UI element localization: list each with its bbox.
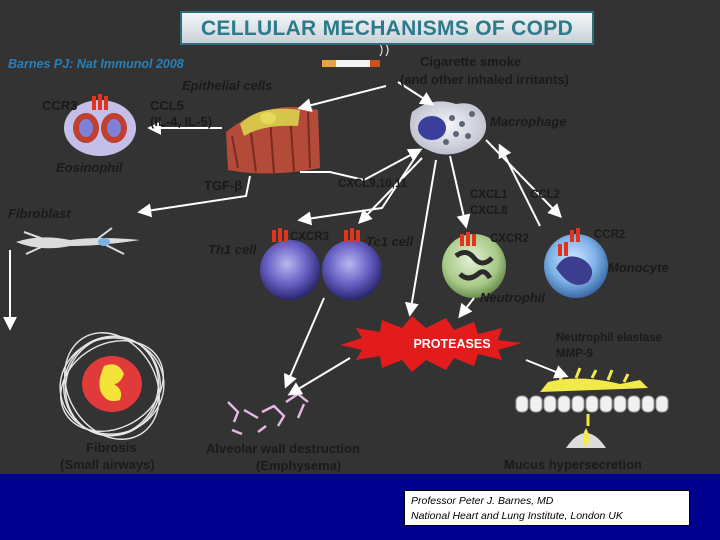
label-emphysema: (Emphysema) (256, 458, 342, 473)
credit-author: Professor Peter J. Barnes, MD (411, 495, 554, 507)
fibrosis-airway-image (59, 332, 165, 440)
citation: Barnes PJ: Nat Immunol 2008 (8, 57, 184, 71)
label-epithelial-cells: Epithelial cells (182, 78, 273, 93)
credit-box: Professor Peter J. Barnes, MD National H… (404, 490, 690, 526)
eosinophil-image (64, 100, 136, 156)
label-macrophage: Macrophage (490, 114, 567, 129)
label-proteases: PROTEASES (413, 337, 491, 351)
label-mucus-hypersecretion: Mucus hypersecretion (504, 457, 642, 472)
fibroblast-image (16, 227, 140, 255)
label-ccr2: CCR2 (594, 229, 626, 241)
diagram-title: CELLULAR MECHANISMS OF COPD (200, 17, 574, 40)
label-tc1-cell: Tc1 cell (366, 234, 414, 249)
label-inhaled-irritants: (and other inhaled irritants) (400, 72, 570, 87)
label-cxcr3: CXCR3 (290, 231, 329, 243)
label-tgf-beta: TGF-β (204, 178, 243, 193)
th1-cell-image (260, 240, 320, 300)
label-ccl2: CCL2 (530, 189, 561, 201)
credit-institution: National Heart and Lung Institute, Londo… (411, 510, 623, 522)
macrophage-image (410, 101, 487, 155)
tc1-cell-image (322, 240, 382, 300)
label-cxcl9-10-11: CXCL9,10,11 (338, 178, 408, 190)
label-neutrophil: Neutrophil (480, 290, 545, 305)
label-eosinophil: Eosinophil (56, 160, 123, 175)
label-fibroblast: Fibroblast (8, 206, 71, 221)
label-cxcl8: CXCL8 (470, 205, 508, 217)
label-th1-cell: Th1 cell (208, 242, 257, 257)
label-monocyte: Monocyte (608, 260, 669, 275)
receptor-icons (92, 94, 580, 256)
label-ccl5: CCL5 (150, 98, 184, 113)
label-small-airways: (Small airways) (60, 457, 155, 472)
neutrophil-image (442, 234, 506, 298)
label-cxcr2: CXCR2 (490, 233, 529, 245)
label-cigarette-smoke: Cigarette smoke (420, 54, 522, 69)
label-neutrophil-elastase: Neutrophil elastase (556, 332, 663, 344)
title-box: CELLULAR MECHANISMS OF COPD (180, 11, 594, 45)
label-alveolar-wall-destruction: Alveolar wall destruction (206, 441, 360, 456)
label-il4-il5: (IL-4, IL-5) (150, 114, 213, 129)
pathway-arrows (3, 81, 569, 396)
proteases-burst (340, 316, 522, 372)
epithelial-cells-image (226, 106, 320, 175)
label-mmp9: MMP-9 (556, 348, 594, 360)
monocyte-image (544, 234, 608, 298)
label-cxcl1: CXCL1 (470, 189, 508, 201)
label-ccr3: CCR3 (42, 98, 78, 113)
label-fibrosis: Fibrosis (86, 440, 137, 455)
